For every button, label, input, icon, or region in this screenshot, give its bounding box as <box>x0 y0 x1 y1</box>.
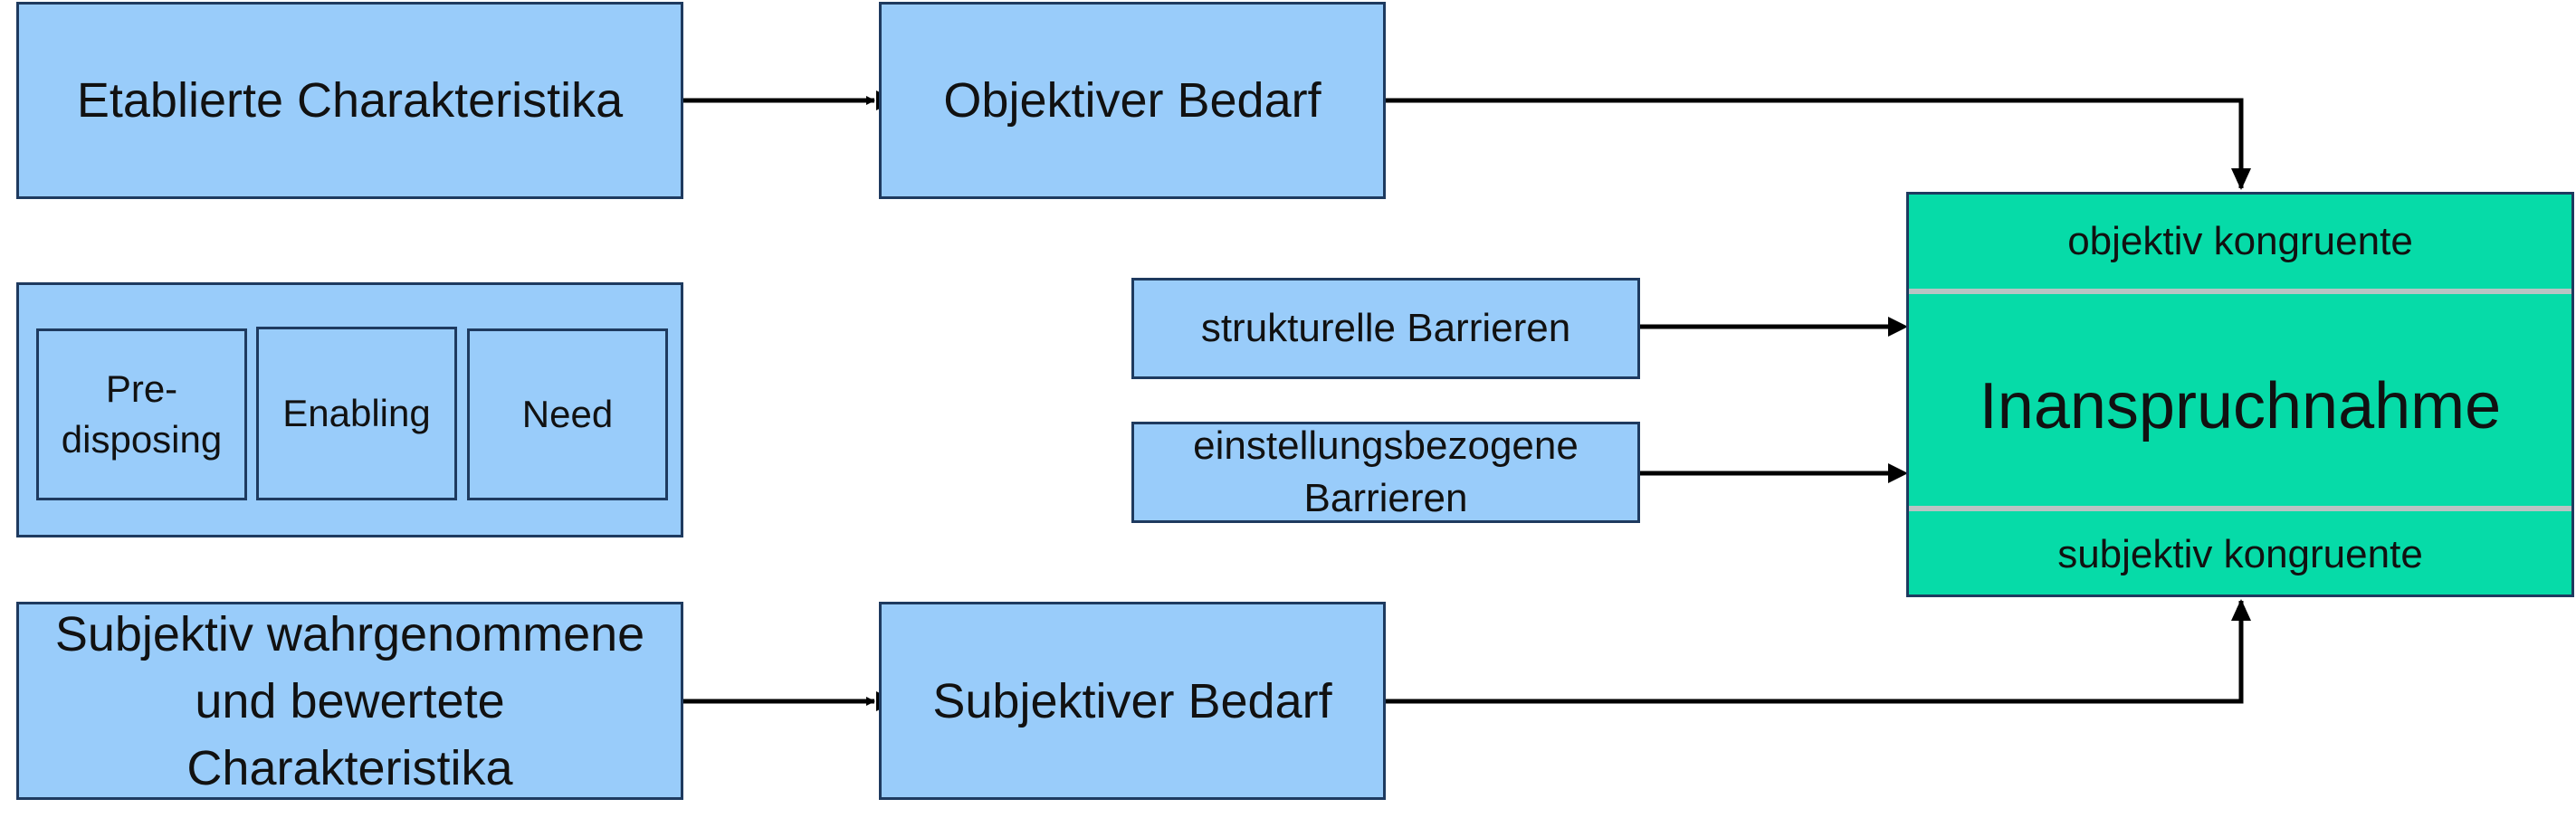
node-label: Subjektiv wahrgenommene und bewertete Ch… <box>54 606 645 795</box>
group-item-predisposing: Pre- disposing <box>36 328 247 500</box>
arrowhead-4 <box>2231 599 2251 621</box>
target-bottom-label: subjektiv kongruente <box>2057 532 2423 576</box>
node-label: Objektiver Bedarf <box>943 73 1321 128</box>
node-objektiver-bedarf: Objektiver Bedarf <box>879 2 1386 199</box>
node-label: Subjektiver Bedarf <box>932 673 1332 728</box>
group-item-label: Enabling <box>282 392 431 434</box>
target-top-label: objektiv kongruente <box>2067 219 2413 263</box>
group-charakteristika: Pre- disposing Enabling Need <box>16 282 683 537</box>
node-strukturelle-barrieren: strukturelle Barrieren <box>1131 278 1640 379</box>
target-title: Inanspruchnahme <box>1979 370 2502 442</box>
arrowhead-6 <box>1888 463 1908 483</box>
arrow-objektiver-to-target <box>1386 98 2246 189</box>
group-item-label: Pre- disposing <box>61 367 223 461</box>
target-bottom-separator <box>1909 506 2571 511</box>
target-top-separator <box>1909 289 2571 294</box>
group-item-enabling: Enabling <box>256 327 457 500</box>
node-label: strukturelle Barrieren <box>1200 306 1571 350</box>
node-subjektiv-wahrgenommene: Subjektiv wahrgenommene und bewertete Ch… <box>16 602 683 800</box>
node-subjektiver-bedarf: Subjektiver Bedarf <box>879 602 1386 800</box>
node-einstellungsbezogene-barrieren: einstellungsbezogene Barrieren <box>1131 422 1640 523</box>
arrowhead-5 <box>1888 317 1908 337</box>
node-inanspruchnahme: objektiv kongruente Inanspruchnahme subj… <box>1906 192 2574 597</box>
node-label: einstellungsbezogene Barrieren <box>1193 423 1579 520</box>
node-label: Etablierte Charakteristika <box>76 73 624 128</box>
group-item-label: Need <box>521 393 614 435</box>
group-item-need: Need <box>467 328 668 500</box>
arrowhead-3 <box>2231 168 2251 190</box>
node-etablierte-charakteristika: Etablierte Charakteristika <box>16 2 683 199</box>
arrow-subjektiver-to-target <box>1386 600 2246 704</box>
